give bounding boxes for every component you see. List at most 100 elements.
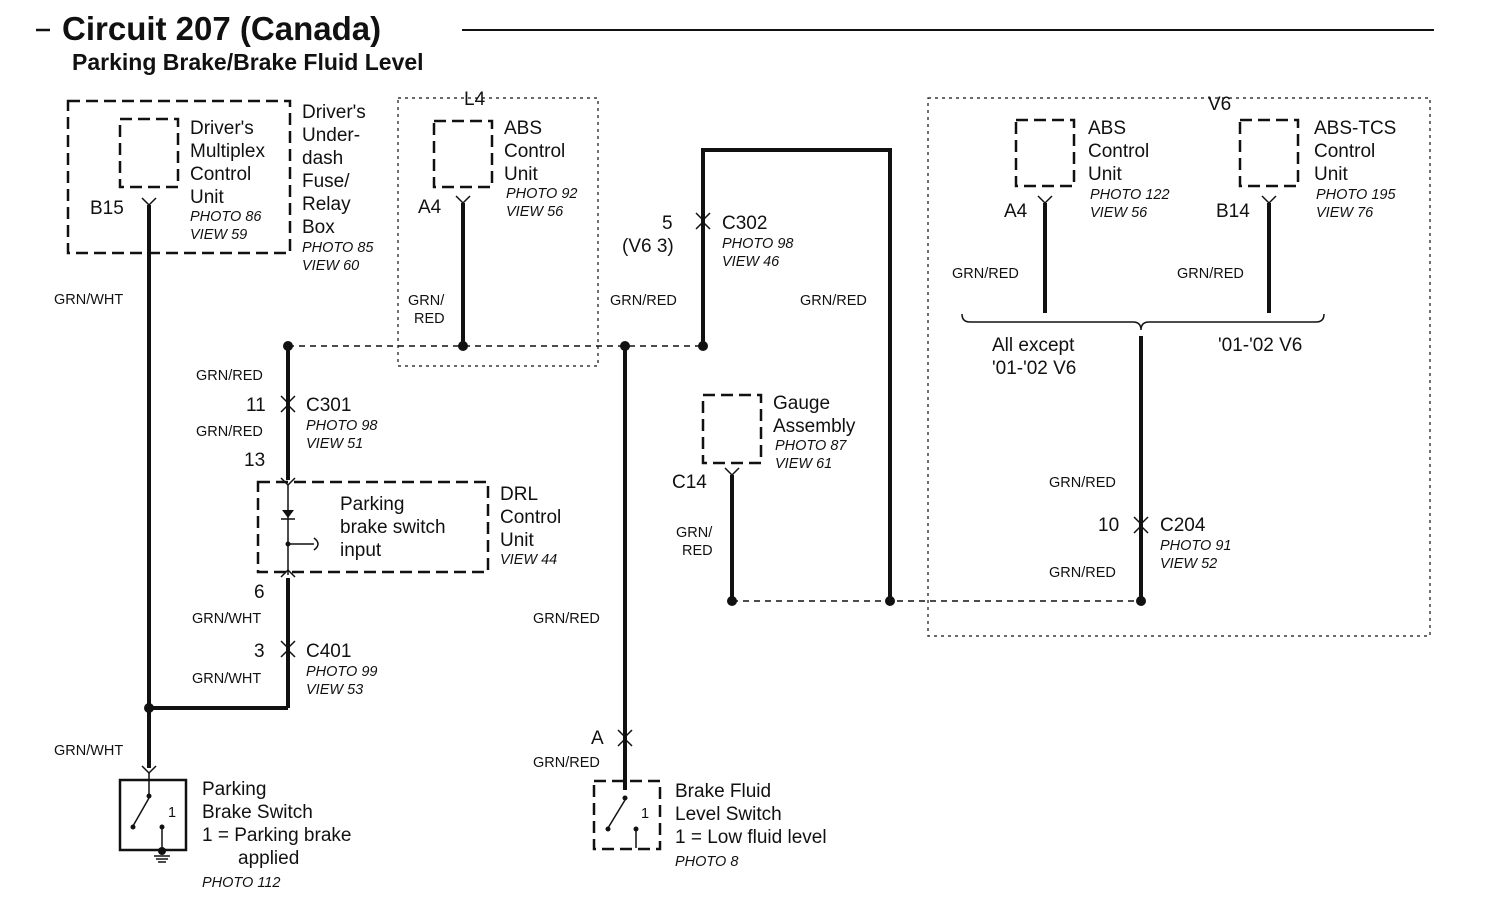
abs-l4-terminal: [455, 195, 471, 205]
park-sw-ground-node: [158, 847, 166, 855]
fluid-conn-bottom: [617, 737, 633, 747]
svg-text:VIEW 76: VIEW 76: [1316, 205, 1374, 221]
drl-outline: [256, 480, 490, 574]
c401-pin-top: 6: [254, 582, 265, 603]
c204-pin: 10: [1098, 515, 1119, 536]
mcu-terminal: [141, 197, 157, 207]
wire-label-abs-l4-b: RED: [414, 311, 445, 327]
svg-text:C301: C301: [306, 395, 351, 416]
c204-top: [1133, 516, 1149, 526]
v6-group-outline: [927, 97, 1431, 637]
wire-label-c302-right: GRN/RED: [800, 293, 867, 309]
svg-text:Driver's: Driver's: [302, 102, 366, 123]
splice-parking: [144, 703, 154, 713]
c302-pin: 5: [662, 213, 673, 234]
c301-label: C301 PHOTO 98 VIEW 51: [306, 395, 377, 452]
svg-text:VIEW 56: VIEW 56: [506, 204, 564, 220]
c301-pin-top: 11: [246, 395, 266, 416]
svg-text:Control: Control: [1088, 141, 1149, 162]
c204-label: C204 PHOTO 91 VIEW 52: [1160, 515, 1231, 572]
splice-gauge: [727, 596, 737, 606]
svg-text:VIEW 56: VIEW 56: [1090, 205, 1148, 221]
svg-text:Parking: Parking: [340, 494, 404, 515]
mcu-pin: B15: [90, 198, 124, 219]
wire-label-c204-below: GRN/RED: [1049, 565, 1116, 581]
svg-text:ABS-TCS: ABS-TCS: [1314, 118, 1396, 139]
abs-v6-pin: A4: [1004, 201, 1028, 222]
c302-label: C302 PHOTO 98 VIEW 46: [722, 213, 793, 270]
wire-label-c204-above: GRN/RED: [1049, 475, 1116, 491]
svg-text:Unit: Unit: [190, 187, 225, 208]
fluid-conn-pin: A: [591, 728, 604, 749]
svg-text:brake switch: brake switch: [340, 517, 446, 538]
svg-text:DRL: DRL: [500, 484, 538, 505]
svg-text:ABS: ABS: [504, 118, 542, 139]
svg-text:Driver's: Driver's: [190, 118, 254, 139]
c301-bottom: [280, 403, 296, 413]
abs-l4-outline: [432, 119, 494, 189]
c301-pin-bottom: 13: [244, 450, 265, 471]
svg-text:Brake Fluid: Brake Fluid: [675, 781, 771, 802]
drl-diode-icon: [282, 510, 294, 518]
svg-text:Unit: Unit: [1314, 164, 1349, 185]
fluid-sw-contact-top: [622, 795, 628, 801]
abs-l4-pin: A4: [418, 197, 442, 218]
wire-label-gauge-a: GRN/: [676, 525, 713, 541]
fluid-sw-label: Brake Fluid Level Switch 1 = Low fluid l…: [675, 781, 827, 870]
svg-text:'01-'02 V6: '01-'02 V6: [992, 358, 1076, 379]
splice-abs-l4: [458, 341, 468, 351]
svg-text:ABS: ABS: [1088, 118, 1126, 139]
wire-label-c301-above: GRN/RED: [196, 368, 263, 384]
svg-text:Level Switch: Level Switch: [675, 804, 782, 825]
svg-text:Multiplex: Multiplex: [190, 141, 265, 162]
page-title: Circuit 207 (Canada): [62, 10, 381, 47]
gauge-outline: [701, 393, 763, 465]
wire-label-abs-l4-a: GRN/: [408, 293, 445, 309]
svg-text:PHOTO 92: PHOTO 92: [506, 186, 577, 202]
drl-inner-label: Parking brake switch input: [340, 494, 446, 561]
c302-top: [695, 212, 711, 222]
wire-label-mcu: GRN/WHT: [54, 292, 123, 308]
svg-text:Unit: Unit: [504, 164, 539, 185]
fuse-box-outline: [66, 99, 292, 255]
svg-text:input: input: [340, 540, 382, 561]
wire-label-abs-v6: GRN/RED: [952, 266, 1019, 282]
fluid-sw-outline: [592, 779, 662, 851]
svg-text:VIEW 46: VIEW 46: [722, 254, 780, 270]
svg-text:Assembly: Assembly: [773, 416, 856, 437]
svg-text:PHOTO 85: PHOTO 85: [302, 240, 374, 256]
gauge-terminal: [724, 467, 740, 477]
fluid-sw-pos: 1: [641, 806, 649, 822]
wire-label-c401-below: GRN/WHT: [192, 671, 261, 687]
c401-pin-bottom: 3: [254, 641, 265, 662]
c401-top: [280, 640, 296, 650]
drl-terminal-bottom: [280, 568, 296, 578]
v6-group-label: V6: [1208, 94, 1231, 115]
svg-text:All except: All except: [992, 335, 1075, 356]
svg-text:VIEW 53: VIEW 53: [306, 682, 363, 698]
abs-tcs-outline: [1238, 118, 1300, 188]
wire-label-fluid-mid: GRN/RED: [533, 611, 600, 627]
c302-bottom: [695, 220, 711, 230]
svg-text:VIEW 60: VIEW 60: [302, 258, 359, 274]
svg-text:Control: Control: [1314, 141, 1375, 162]
c204-bottom: [1133, 524, 1149, 534]
svg-text:VIEW 59: VIEW 59: [190, 227, 247, 243]
gauge-label: Gauge Assembly PHOTO 87 VIEW 61: [773, 393, 856, 472]
wire-label-c302-left: GRN/RED: [610, 293, 677, 309]
svg-text:PHOTO 98: PHOTO 98: [722, 236, 793, 252]
c401-label: C401 PHOTO 99 VIEW 53: [306, 641, 377, 698]
svg-text:Box: Box: [302, 217, 335, 238]
wire-label-abs-tcs: GRN/RED: [1177, 266, 1244, 282]
l4-group-label: L4: [464, 89, 486, 110]
svg-text:Fuse/: Fuse/: [302, 171, 350, 192]
wire-c302-loop: [701, 148, 892, 601]
svg-text:dash: dash: [302, 148, 343, 169]
svg-text:PHOTO 98: PHOTO 98: [306, 418, 377, 434]
abs-tcs-pin: B14: [1216, 201, 1250, 222]
ground-icon: [154, 855, 170, 863]
fluid-conn-top: [617, 729, 633, 739]
svg-text:PHOTO 99: PHOTO 99: [306, 664, 377, 680]
park-sw-outline: [118, 778, 188, 852]
